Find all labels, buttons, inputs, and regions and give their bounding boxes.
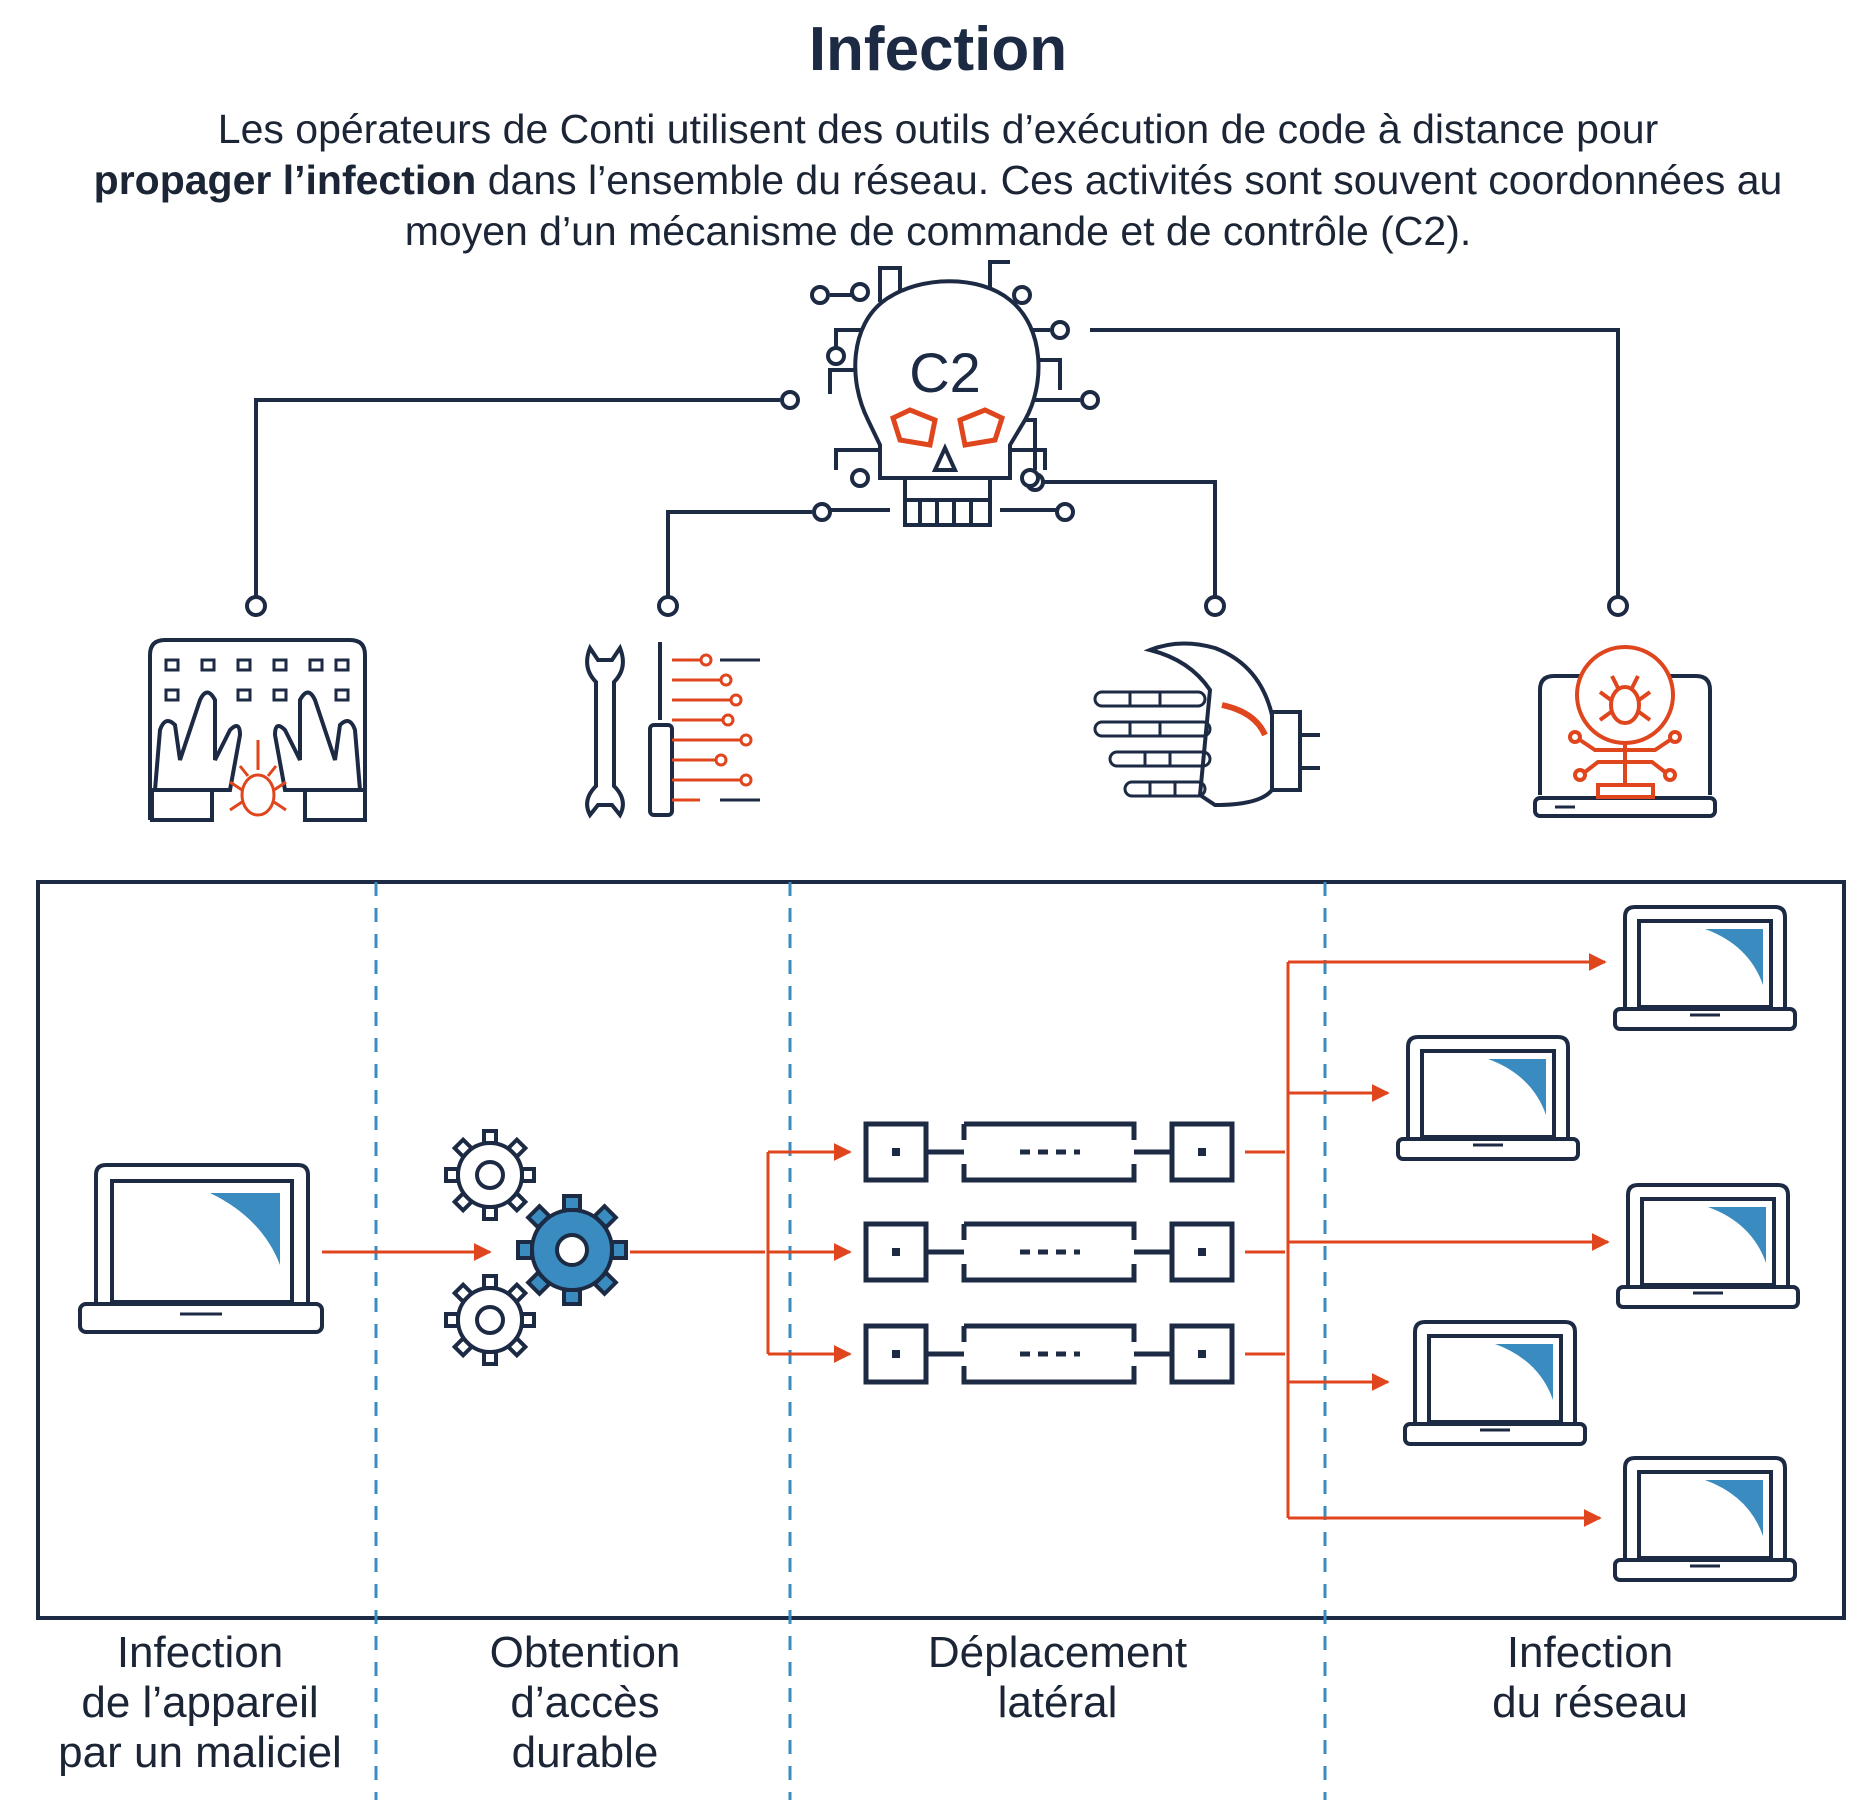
robot-hand-icon — [1093, 641, 1320, 808]
stage-label-network-infection: Infection du réseau — [1492, 1628, 1688, 1727]
intro-text-1: Les opérateurs de Conti utilisent des ou… — [217, 106, 1659, 152]
laptop-icon — [1616, 1183, 1800, 1309]
stage-separators — [374, 882, 1327, 1800]
laptop-icon — [1403, 1320, 1587, 1446]
laptop-icon — [1613, 1456, 1797, 1582]
c2-connections — [245, 328, 1629, 617]
intro-bold-text: propager l’infection — [93, 157, 477, 203]
c2-label: C2 — [909, 341, 981, 404]
stage-label-lateral-movement: Déplacement latéral — [927, 1628, 1188, 1727]
tools-circuit-icon — [585, 642, 760, 819]
laptop-icon — [1613, 905, 1797, 1031]
gears-icon — [444, 1129, 628, 1366]
stage-label-device-infection: Infection de l’appareil par un maliciel — [58, 1628, 342, 1777]
skull-c2-icon — [780, 260, 1100, 527]
stages-frame — [36, 880, 1846, 1620]
laptop-icon — [78, 1163, 324, 1334]
laptop-icon — [1396, 1035, 1580, 1161]
intro-paragraph: Les opérateurs de Conti utilisent des ou… — [40, 104, 1836, 257]
stage-label-persistent-access: Obtention d’accès durable — [489, 1628, 681, 1777]
network-laptops — [1396, 905, 1800, 1582]
keyboard-bug-icon — [148, 638, 367, 822]
laptop-bug-icon — [1533, 645, 1717, 818]
page-title: Infection — [808, 15, 1068, 84]
server-node-icon — [863, 1121, 1235, 1385]
flow-arrows — [322, 953, 1610, 1527]
intro-text-2: dans l’ensemble du réseau. Ces activités… — [404, 157, 1783, 254]
